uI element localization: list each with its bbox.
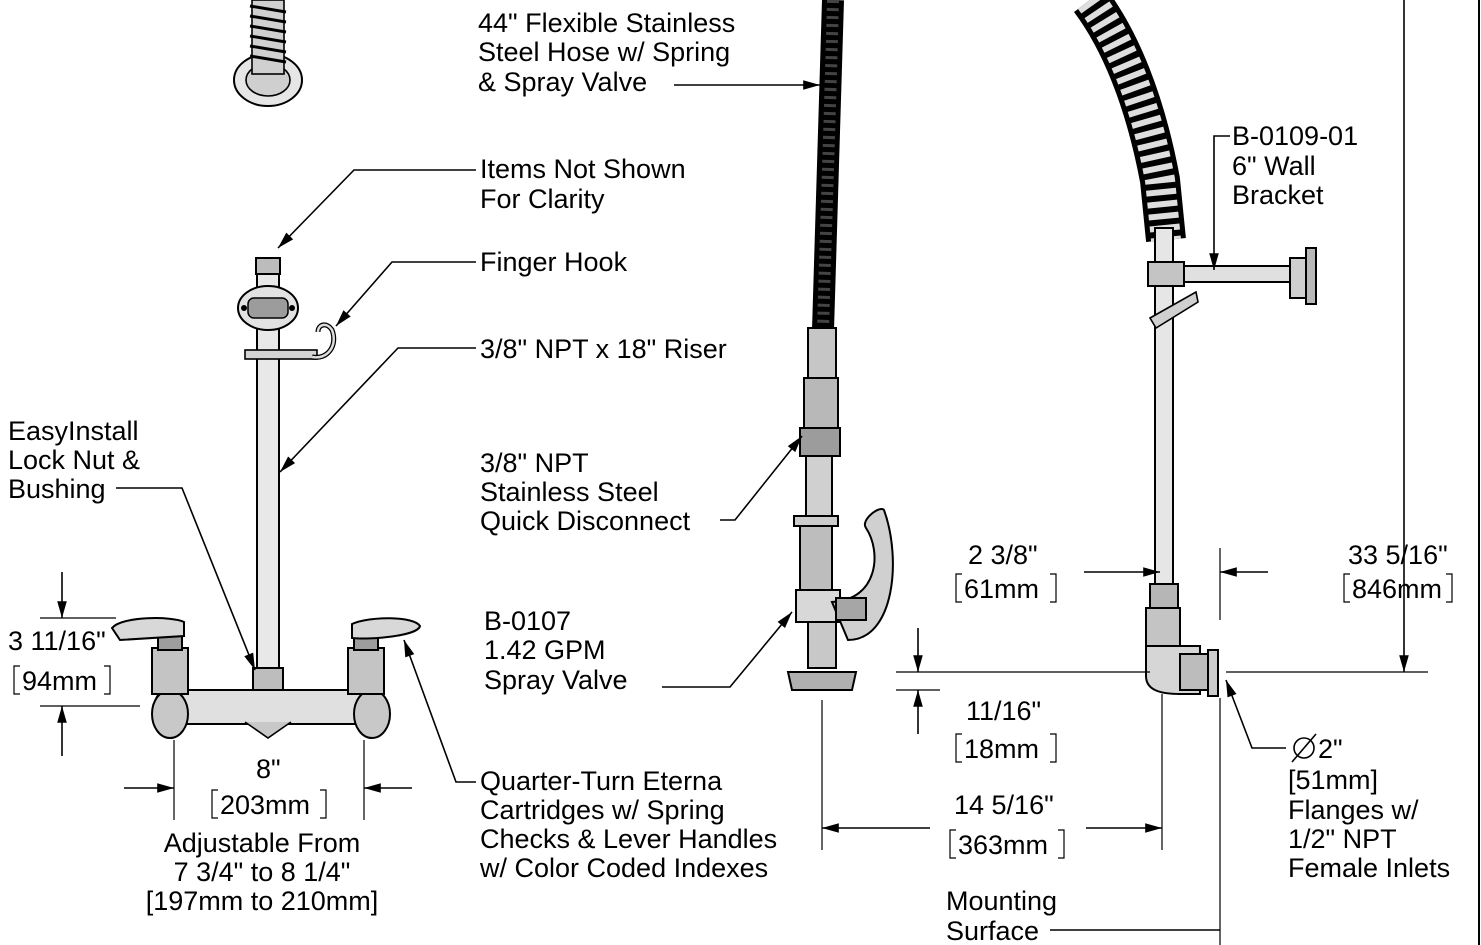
adjustable-line-2: 7 3/4" to 8 1/4" xyxy=(174,857,351,887)
spray-valve-line-2: 1.42 GPM xyxy=(484,635,606,665)
quick-disconnect-line-3: Quick Disconnect xyxy=(480,506,691,536)
items-not-shown-line-1: Items Not Shown xyxy=(480,154,686,184)
flange-diameter: 2" xyxy=(1318,734,1343,764)
finger-hook-label: Finger Hook xyxy=(480,247,628,277)
quick-disconnect-line-1: 3/8" NPT xyxy=(480,448,589,478)
dim-reach-imperial: 14 5/16" xyxy=(954,790,1054,820)
callout-spray-valve: B-0107 1.42 GPM Spray Valve xyxy=(484,606,628,695)
mounting-surface-line-2: Surface xyxy=(946,916,1039,945)
cartridges-line-2: Cartridges w/ Spring xyxy=(480,795,725,825)
flanges-line-2: Flanges w/ xyxy=(1288,795,1419,825)
dim-spray-clearance: 11/16" 18mm xyxy=(955,696,1057,764)
adjustable-line-1: Adjustable From xyxy=(164,828,361,858)
callout-wall-bracket: B-0109-01 6" Wall Bracket xyxy=(1232,121,1358,210)
lock-nut-line-1: EasyInstall xyxy=(8,416,139,446)
dim-offset-metric: 61mm xyxy=(964,574,1039,604)
wall-bracket-line-3: Bracket xyxy=(1232,180,1324,210)
callout-mounting-surface: Mounting Surface xyxy=(946,886,1057,945)
spray-assembly xyxy=(786,0,894,691)
dim-center: 8" 203mm Adjustable From 7 3/4" to 8 1/4… xyxy=(146,754,379,916)
spray-valve-line-1: B-0107 xyxy=(484,606,571,636)
flanges-line-3: 1/2" NPT xyxy=(1288,824,1397,854)
riser-label: 3/8" NPT x 18" Riser xyxy=(480,334,727,364)
flanges-line-4: Female Inlets xyxy=(1288,853,1450,883)
dim-center-imperial: 8" xyxy=(256,754,281,784)
dimension-lines xyxy=(40,0,1428,945)
dim-total-height: 33 5/16" 846mm xyxy=(1343,540,1453,604)
hose-coil-top-view xyxy=(233,0,303,107)
callout-quick-disconnect: 3/8" NPT Stainless Steel Quick Disconnec… xyxy=(480,448,691,536)
leader-lines xyxy=(116,80,1286,931)
dim-total-height-metric: 846mm xyxy=(1352,574,1442,604)
diameter-symbol-icon xyxy=(1291,733,1317,763)
dim-height-valve-imperial: 3 11/16" xyxy=(8,626,106,656)
dim-offset-imperial: 2 3/8" xyxy=(968,540,1038,570)
cartridges-line-1: Quarter-Turn Eterna xyxy=(480,766,723,796)
dim-spray-clearance-imperial: 11/16" xyxy=(966,696,1041,726)
quick-disconnect-line-2: Stainless Steel xyxy=(480,477,659,507)
hose-label-line-3: & Spray Valve xyxy=(478,67,647,97)
dim-spray-clearance-metric: 18mm xyxy=(964,734,1039,764)
dim-total-height-imperial: 33 5/16" xyxy=(1348,540,1448,570)
lock-nut-line-2: Lock Nut & xyxy=(8,445,140,475)
callout-cartridges: Quarter-Turn Eterna Cartridges w/ Spring… xyxy=(479,766,777,883)
dim-offset: 2 3/8" 61mm xyxy=(955,540,1057,604)
hose-label-line-2: Steel Hose w/ Spring xyxy=(478,37,730,67)
callout-lock-nut: EasyInstall Lock Nut & Bushing xyxy=(8,416,140,504)
faucet-side-view xyxy=(1073,0,1317,697)
callout-hose: 44" Flexible Stainless Steel Hose w/ Spr… xyxy=(478,8,735,97)
mounting-surface-line-1: Mounting xyxy=(946,886,1057,916)
callout-flanges: 2" [51mm] Flanges w/ 1/2" NPT Female Inl… xyxy=(1288,733,1450,883)
cartridges-line-4: w/ Color Coded Indexes xyxy=(479,853,768,883)
dim-height-valve-metric: 94mm xyxy=(22,666,97,696)
faucet-front-view xyxy=(110,257,422,739)
dim-center-metric: 203mm xyxy=(220,790,310,820)
hose-label-line-1: 44" Flexible Stainless xyxy=(478,8,735,38)
wall-bracket-line-2: 6" Wall xyxy=(1232,151,1316,181)
adjustable-line-3: [197mm to 210mm] xyxy=(146,886,379,916)
dim-reach: 14 5/16" 363mm xyxy=(949,790,1065,860)
callout-items-not-shown: Items Not Shown For Clarity xyxy=(480,154,686,214)
flanges-line-1: [51mm] xyxy=(1288,765,1378,795)
wall-bracket-line-1: B-0109-01 xyxy=(1232,121,1358,151)
spray-valve-line-3: Spray Valve xyxy=(484,665,628,695)
dim-height-valve: 3 11/16" 94mm xyxy=(8,626,111,696)
items-not-shown-line-2: For Clarity xyxy=(480,184,605,214)
cartridges-line-3: Checks & Lever Handles xyxy=(480,824,777,854)
dim-reach-metric: 363mm xyxy=(958,830,1048,860)
lock-nut-line-3: Bushing xyxy=(8,474,106,504)
